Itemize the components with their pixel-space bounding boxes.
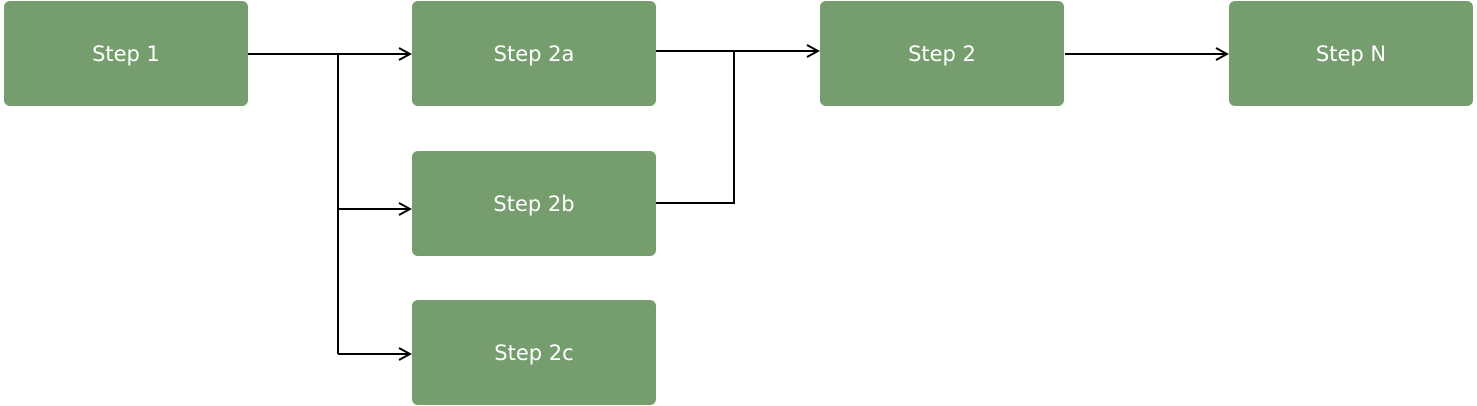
- step-2b-label: Step 2b: [493, 191, 575, 216]
- step-2-node: Step 2: [820, 1, 1064, 106]
- step-1-label: Step 1: [92, 41, 160, 66]
- connector-step2b-to-merge: [656, 51, 735, 204]
- step-2b-node: Step 2b: [412, 151, 656, 256]
- step-1-node: Step 1: [4, 1, 248, 106]
- step-n-node: Step N: [1229, 1, 1473, 106]
- step-n-label: Step N: [1315, 41, 1387, 66]
- step-2c-node: Step 2c: [412, 300, 656, 405]
- step-2c-label: Step 2c: [494, 340, 574, 365]
- step-2a-node: Step 2a: [412, 1, 656, 106]
- step-2a-label: Step 2a: [493, 41, 575, 66]
- step-2-label: Step 2: [908, 41, 976, 66]
